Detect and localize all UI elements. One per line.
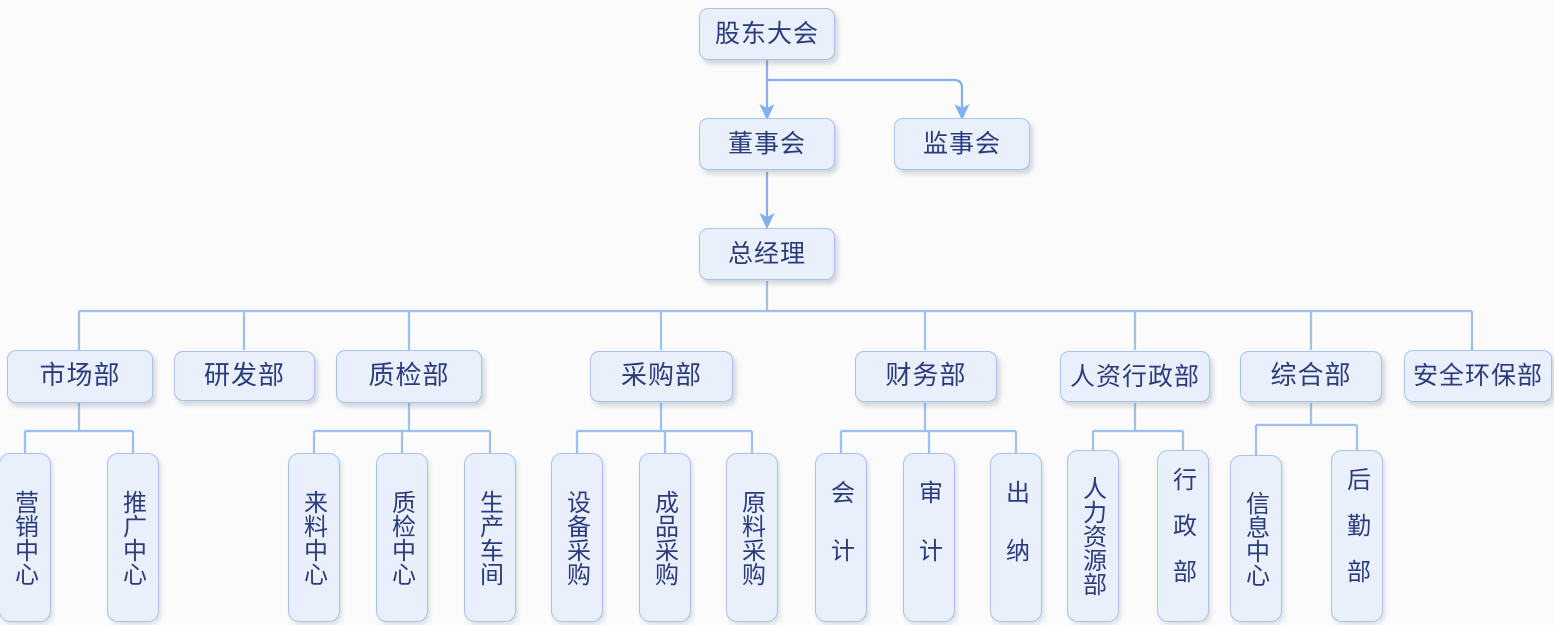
leaf-label: 生产车间 — [475, 489, 504, 586]
node-leaf-tuiguangzhongxin[interactable]: 推广中心 — [107, 453, 159, 622]
leaf-label: 原料采购 — [737, 489, 766, 586]
leaf-label: 信息中心 — [1241, 490, 1270, 587]
node-department-shichangbu[interactable]: 市场部 — [7, 350, 153, 403]
leaf-label: 来料中心 — [299, 489, 328, 586]
node-department-yanfabu[interactable]: 研发部 — [174, 351, 315, 401]
node-leaf-yingxiaozhongxin[interactable]: 营销中心 — [0, 453, 51, 622]
node-department-anquanhuanbaobu[interactable]: 安全环保部 — [1404, 350, 1552, 402]
node-leaf-shengchanchejian[interactable]: 生产车间 — [464, 453, 516, 622]
leaf-label: 行政部 — [1168, 467, 1197, 605]
node-leaf-zhijianzhongxin[interactable]: 质检中心 — [376, 453, 428, 622]
leaf-label: 营销中心 — [10, 489, 39, 586]
leaf-label: 推广中心 — [118, 489, 147, 586]
node-leaf-chengpincaigou[interactable]: 成品采购 — [639, 453, 691, 622]
node-department-renzixingzhengbu[interactable]: 人资行政部 — [1060, 351, 1210, 402]
leaf-label: 人力资源部 — [1078, 476, 1107, 596]
leaf-label: 会计 — [826, 479, 855, 596]
leaf-label: 设备采购 — [562, 489, 591, 586]
edge-shareholders-supervisors — [767, 78, 970, 121]
leaf-label: 出纳 — [1001, 479, 1030, 596]
node-general-manager[interactable]: 总经理 — [699, 228, 835, 280]
node-leaf-xinxizhongxin[interactable]: 信息中心 — [1230, 455, 1282, 622]
node-leaf-renliziyuanbu[interactable]: 人力资源部 — [1067, 450, 1119, 622]
node-board[interactable]: 董事会 — [699, 118, 835, 170]
node-department-caiwubu[interactable]: 财务部 — [855, 351, 997, 402]
leaf-label: 质检中心 — [387, 489, 416, 586]
node-department-zhijianbu[interactable]: 质检部 — [336, 350, 482, 403]
node-department-zonghebu[interactable]: 综合部 — [1240, 351, 1382, 402]
node-leaf-chuna[interactable]: 出纳 — [990, 453, 1042, 622]
node-shareholders[interactable]: 股东大会 — [699, 8, 835, 60]
node-leaf-yuanliaocaigou[interactable]: 原料采购 — [726, 453, 778, 622]
leaf-label: 成品采购 — [650, 489, 679, 586]
node-department-caigoubu[interactable]: 采购部 — [590, 351, 733, 402]
node-leaf-shenji[interactable]: 审计 — [903, 453, 955, 622]
leaf-label: 后勤部 — [1342, 467, 1371, 605]
node-leaf-kuaiji[interactable]: 会计 — [815, 453, 867, 622]
node-leaf-lailiaozhongxin[interactable]: 来料中心 — [288, 453, 340, 622]
node-leaf-houqinbu[interactable]: 后勤部 — [1331, 450, 1383, 622]
node-leaf-shebeicaigou[interactable]: 设备采购 — [551, 453, 603, 622]
node-supervisors[interactable]: 监事会 — [894, 118, 1030, 170]
node-leaf-xingzhengbu[interactable]: 行政部 — [1157, 450, 1209, 622]
leaf-label: 审计 — [914, 479, 943, 596]
